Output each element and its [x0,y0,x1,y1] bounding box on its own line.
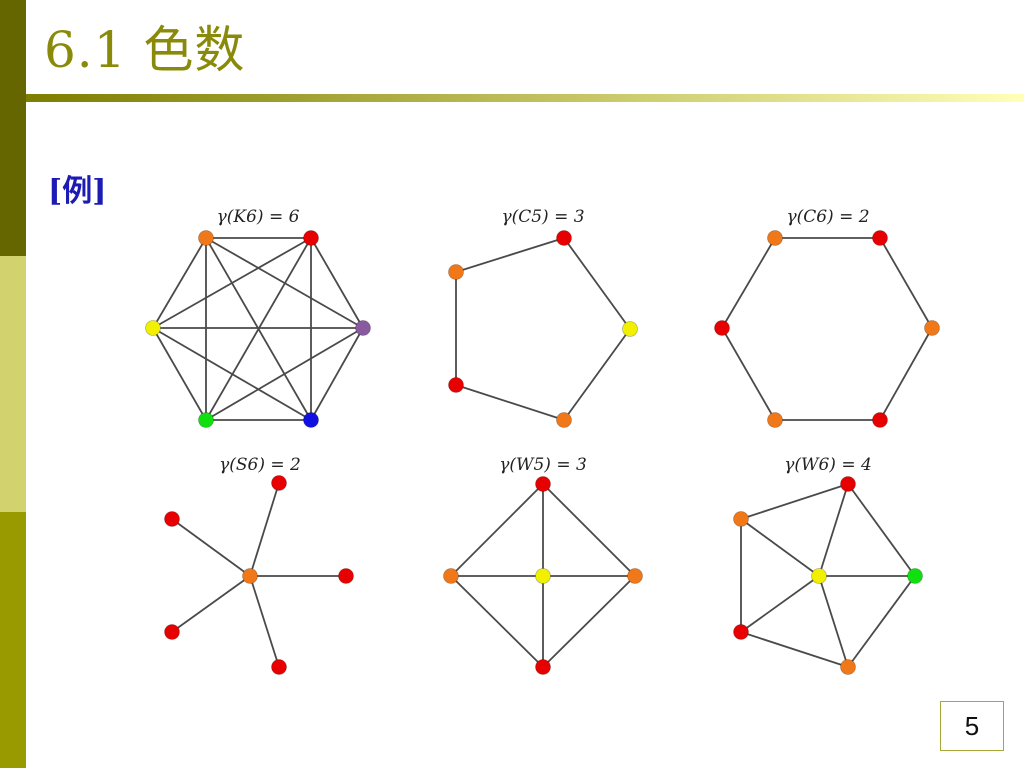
graph-vertex [198,412,214,428]
graph-vertex [627,568,643,584]
graph-edge [205,327,364,421]
graph-caption: γ(K6) = 6 [217,207,300,227]
graph-c6: γ(C6) = 2 [714,207,940,428]
graph-vertex [303,412,319,428]
graph-vertex [145,320,161,336]
graph-edge [740,575,820,633]
graph-edge [152,237,207,329]
graph-caption: γ(C6) = 2 [786,207,869,227]
sidebar-segment-olive [0,512,26,768]
graph-edge [205,237,312,421]
graph-vertex [355,320,371,336]
graph-vertex [535,568,551,584]
graph-s6: γ(S6) = 2 [164,455,354,675]
graph-edge [818,575,849,668]
graph-vertex [872,230,888,246]
sidebar-segment-light [0,256,26,512]
graph-vertex [242,568,258,584]
graph-vertex [556,230,572,246]
graph-edge [563,237,631,330]
graph-edge [818,483,849,577]
graph-caption: γ(W6) = 4 [784,455,872,475]
page-number: 5 [940,701,1004,751]
graph-vertex [767,230,783,246]
graph-c5: γ(C5) = 3 [448,207,638,428]
slide-sidebar [0,0,26,768]
graph-edge [450,483,544,577]
graph-edge [152,327,312,421]
graph-vertex [714,320,730,336]
graph-edge [740,631,849,668]
graph-vertex [872,412,888,428]
graph-edge [310,327,364,421]
graph-k6: γ(K6) = 6 [145,207,371,428]
graph-edge [249,575,280,668]
graph-edge [450,575,544,668]
graph-vertex [198,230,214,246]
graph-edge [563,328,631,421]
graph-edge [249,482,280,577]
graph-vertex [811,568,827,584]
graph-edge [847,575,916,668]
graph-vertex [622,321,638,337]
graph-edge [721,327,776,421]
graph-vertex [303,230,319,246]
graph-vertex [907,568,923,584]
graph-vertex [164,624,180,640]
graph-vertex [924,320,940,336]
graph-edge [542,483,636,577]
graph-caption: γ(W5) = 3 [499,455,587,475]
graph-edge [879,327,933,421]
example-label: [例] [48,174,107,209]
graph-vertex [443,568,459,584]
graph-w6: γ(W6) = 4 [733,455,923,675]
graph-caption: γ(S6) = 2 [219,455,301,475]
title-underline [26,94,1024,102]
graph-caption: γ(C5) = 3 [501,207,584,227]
graph-edge [740,518,820,577]
graph-vertex [840,659,856,675]
graph-vertex [733,624,749,640]
graph-vertex [767,412,783,428]
graph-vertex [448,377,464,393]
graph-edge [740,483,849,520]
graph-edge [847,483,916,577]
graph-edge [455,237,565,273]
graph-vertex [840,476,856,492]
graph-vertex [448,264,464,280]
graph-vertex [338,568,354,584]
graph-edge [879,237,933,329]
graph-vertex [271,659,287,675]
graph-w5: γ(W5) = 3 [443,455,643,675]
graph-edge [152,237,312,329]
graph-edge [171,575,251,633]
graph-edge [542,575,636,668]
graph-edge [171,518,251,577]
graph-edge [721,237,776,329]
graph-edge [310,237,364,329]
sidebar-segment-dark [0,0,26,256]
graph-vertex [733,511,749,527]
graph-vertex [556,412,572,428]
graph-edge [152,327,207,421]
graph-vertex [271,475,287,491]
slide-title: 6.1 色数 [44,21,246,79]
graph-edge [455,384,565,421]
graph-vertex [535,659,551,675]
graph-vertex [535,476,551,492]
graph-vertex [164,511,180,527]
